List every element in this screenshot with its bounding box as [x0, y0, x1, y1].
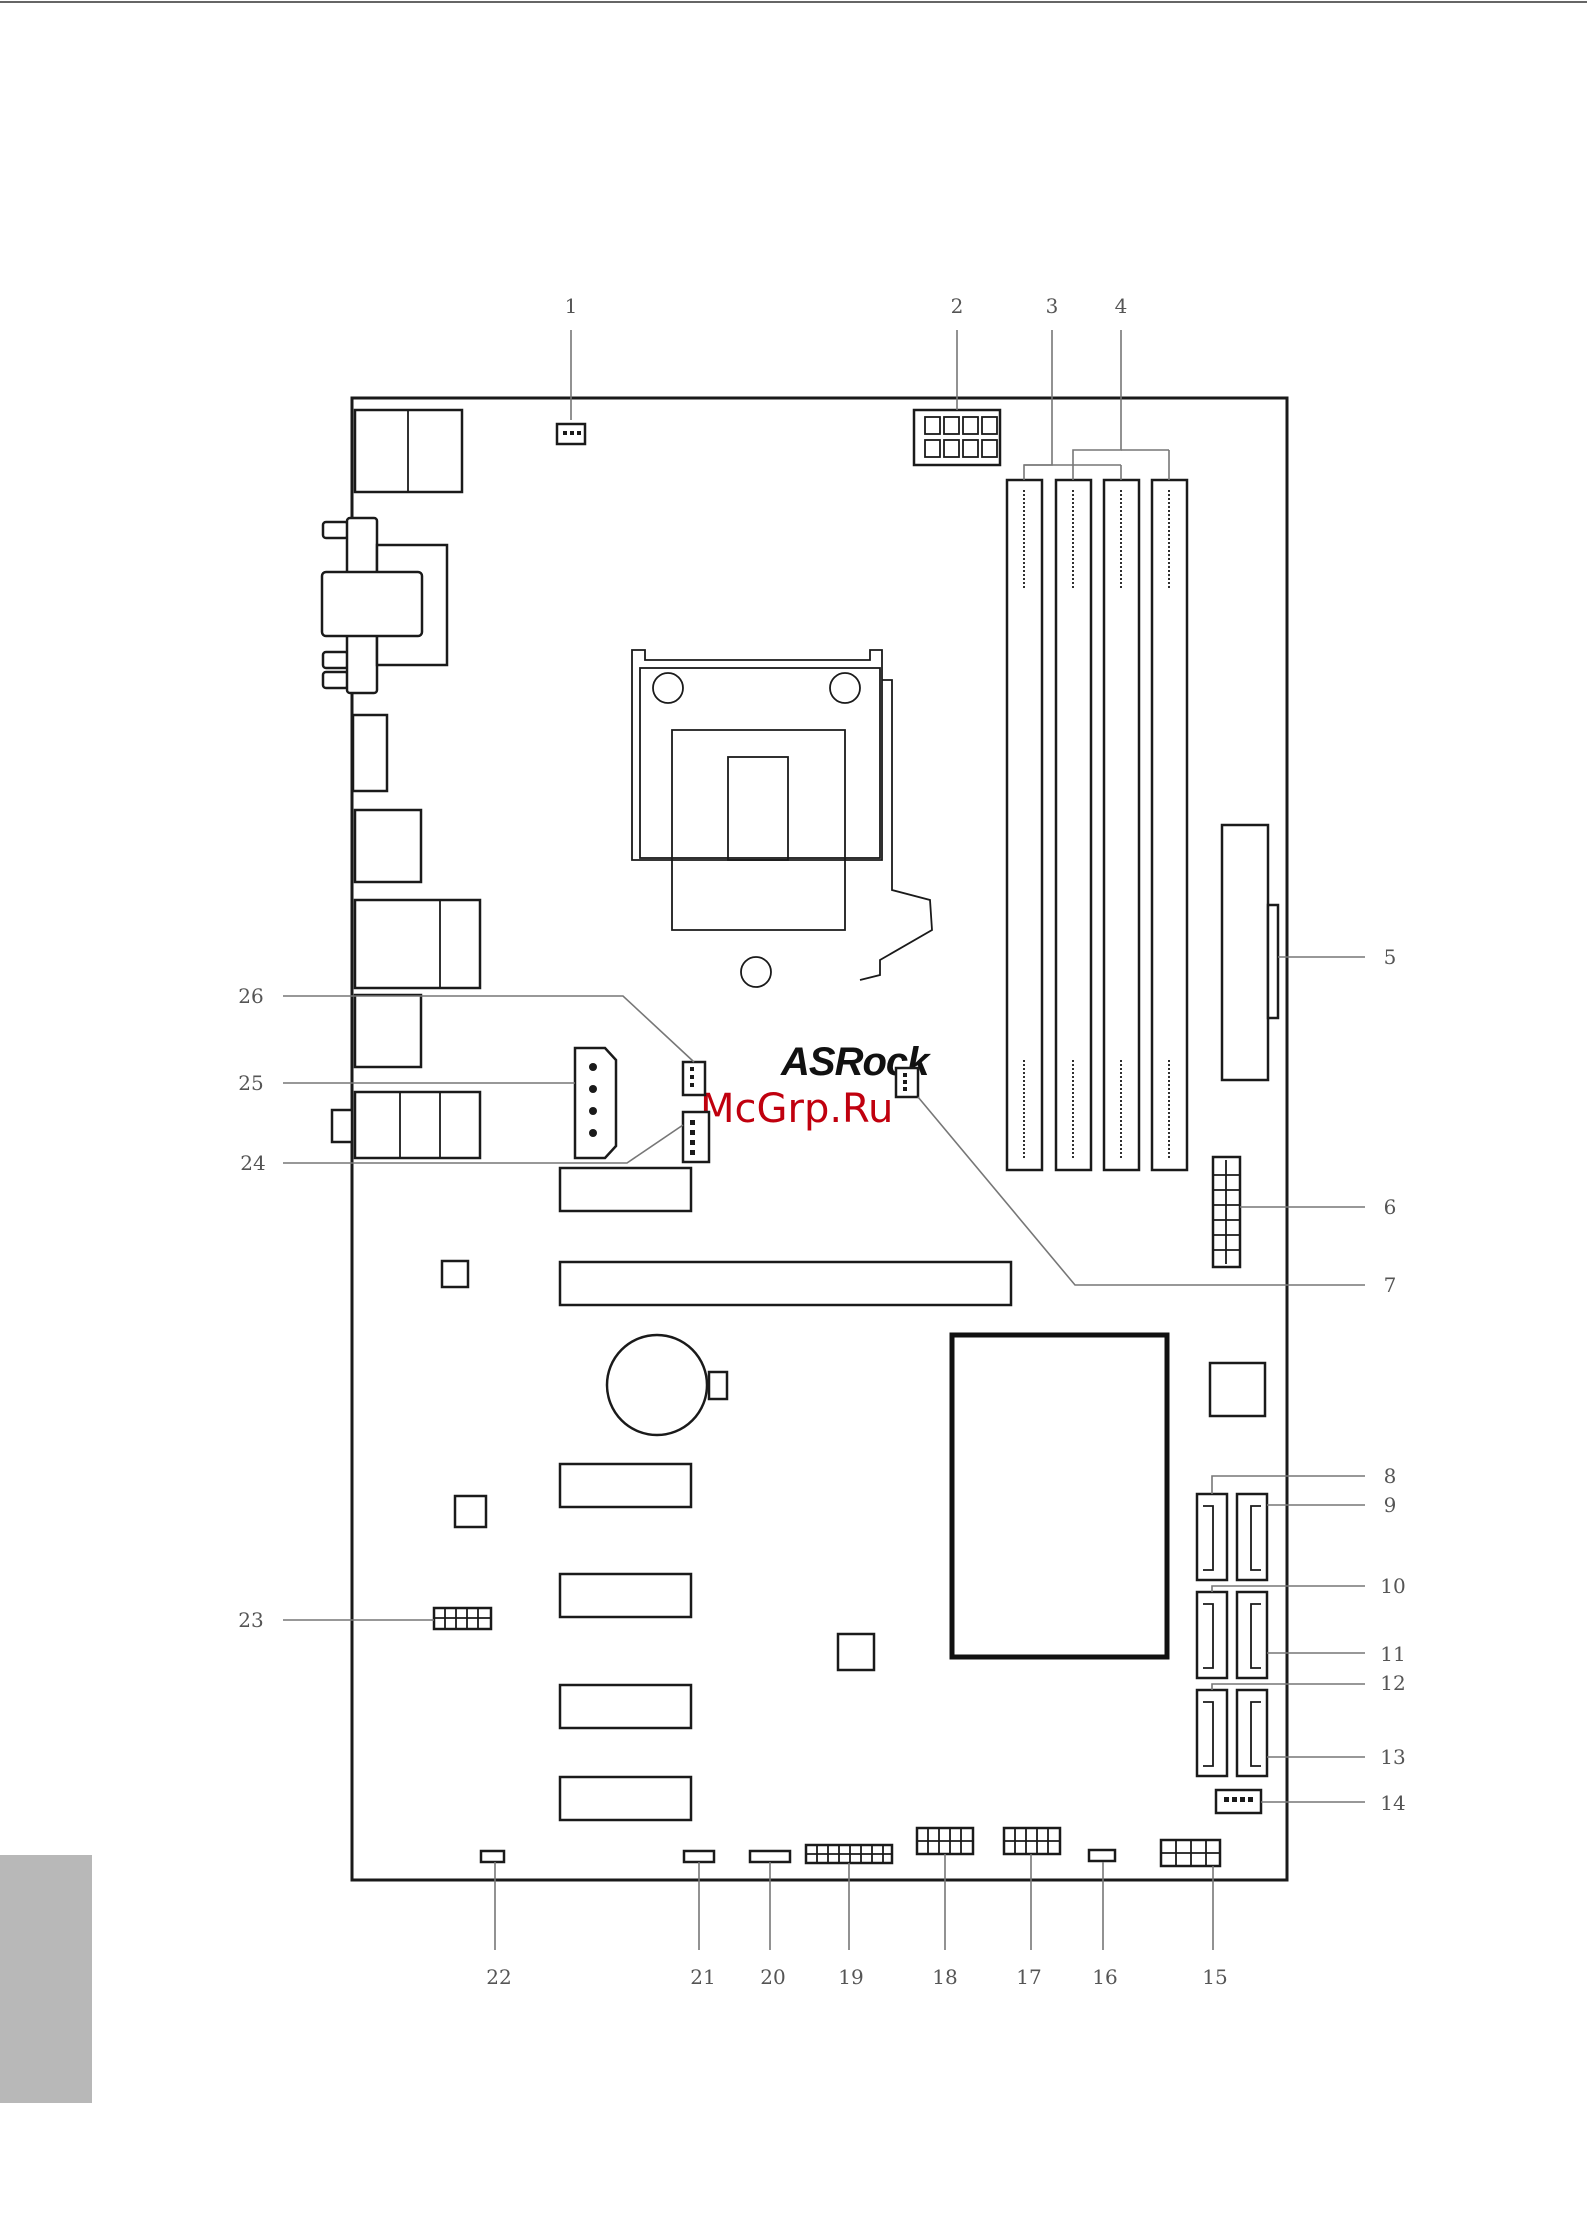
side-tab: [0, 1855, 92, 2103]
chip-c: [838, 1634, 874, 1670]
sata-ports: [1197, 1494, 1267, 1776]
callout-25: 25: [238, 1071, 263, 1095]
callout-9: 9: [1384, 1493, 1397, 1517]
callout-8: 8: [1384, 1464, 1397, 1488]
callout-21: 21: [690, 1965, 715, 1989]
callout-2: 2: [951, 294, 964, 318]
cmos-battery: [607, 1335, 727, 1435]
dimm-slots: [1007, 480, 1187, 1170]
callout-19: 19: [838, 1965, 863, 1989]
callout-15: 15: [1202, 1965, 1227, 1989]
header-1: [557, 424, 585, 444]
callout-7: 7: [1384, 1273, 1397, 1297]
chipset: [952, 1335, 1167, 1657]
callout-10: 10: [1380, 1574, 1405, 1598]
callout-6: 6: [1384, 1195, 1397, 1219]
callout-20: 20: [760, 1965, 785, 1989]
callout-18: 18: [932, 1965, 957, 1989]
callout-11: 11: [1380, 1642, 1405, 1666]
callout-12: 12: [1380, 1671, 1405, 1695]
callout-22: 22: [486, 1965, 511, 1989]
callout-14: 14: [1380, 1791, 1405, 1815]
header-7: [896, 1068, 918, 1097]
header-24: [683, 1112, 709, 1162]
io-panel: [322, 410, 480, 1158]
molex-connector-25: [575, 1048, 616, 1158]
callout-23: 23: [238, 1608, 263, 1632]
callout-24: 24: [240, 1151, 265, 1175]
power-connector-8pin: [914, 410, 1000, 465]
expansion-slots: [560, 1168, 1011, 1820]
header-26: [683, 1062, 705, 1095]
atx-power-connector: [1222, 825, 1278, 1080]
callout-13: 13: [1380, 1745, 1405, 1769]
chip-b: [455, 1496, 486, 1527]
cpu-socket: [632, 650, 932, 987]
callout-4: 4: [1115, 294, 1128, 318]
callout-1: 1: [565, 294, 578, 318]
callout-26: 26: [238, 984, 263, 1008]
callout-16: 16: [1092, 1965, 1117, 1989]
watermark-text: McGrp.Ru: [700, 1086, 893, 1132]
chip-a: [442, 1261, 468, 1287]
callout-5: 5: [1384, 945, 1397, 969]
callout-17: 17: [1016, 1965, 1041, 1989]
header-6: [1213, 1157, 1240, 1267]
callout-3: 3: [1046, 294, 1059, 318]
chip-d: [1210, 1363, 1265, 1416]
header-14: [1216, 1790, 1261, 1813]
